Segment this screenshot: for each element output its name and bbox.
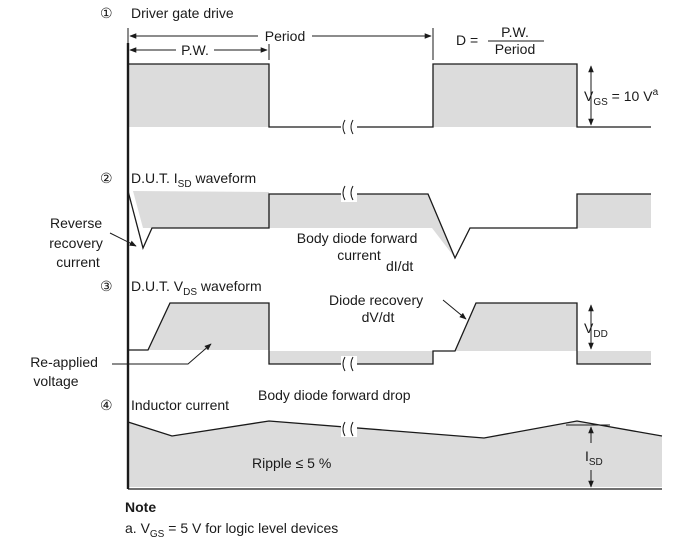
diode-recovery-label: Diode recovery dV/dt xyxy=(329,292,427,325)
vgs-label: VGS = 10 Va xyxy=(584,87,659,108)
didt-label: dI/dt xyxy=(386,258,413,274)
section1-title: Driver gate drive xyxy=(131,5,234,21)
section1-number: ① xyxy=(100,5,113,21)
period-label: Period xyxy=(265,28,305,44)
diode-recovery-arrow xyxy=(442,299,467,320)
section3-number: ③ xyxy=(100,278,113,294)
isd-label: ISD xyxy=(585,448,603,468)
section4-title: Inductor current xyxy=(131,397,229,413)
isd-shading xyxy=(133,191,651,258)
pw-label: P.W. xyxy=(181,42,209,58)
inductor-current-waveform xyxy=(127,420,663,439)
reapplied-voltage-label: Re-applied voltage xyxy=(30,354,102,389)
section2-number: ② xyxy=(100,170,113,186)
vdd-label: VDD xyxy=(584,320,608,340)
reapplied-voltage-leader xyxy=(112,343,212,365)
vds-shading xyxy=(148,303,651,364)
duty-lhs: D = xyxy=(456,32,478,48)
gate-drive-waveform xyxy=(128,63,651,128)
section2-title: D.U.T. ISD waveform xyxy=(131,170,256,190)
vds-waveform xyxy=(128,302,651,365)
note-title: Note xyxy=(125,499,156,515)
gate-shading xyxy=(128,64,577,127)
break-marks xyxy=(341,119,357,437)
duty-denominator: Period xyxy=(495,41,535,57)
reverse-recovery-label: Reverse recovery current xyxy=(49,215,107,270)
body-diode-drop-label: Body diode forward drop xyxy=(258,387,411,403)
body-diode-current-label: Body diode forward current xyxy=(297,230,422,263)
duty-numerator: P.W. xyxy=(501,24,529,40)
ripple-label: Ripple ≤ 5 % xyxy=(252,455,331,471)
inductor-shading xyxy=(128,421,662,487)
section4-number: ④ xyxy=(100,397,113,413)
isd-waveform xyxy=(127,190,651,260)
section3-title: D.U.T. VDS waveform xyxy=(131,278,262,298)
reverse-recovery-arrow xyxy=(109,232,137,247)
note-line: a. VGS = 5 V for logic level devices xyxy=(125,520,338,540)
